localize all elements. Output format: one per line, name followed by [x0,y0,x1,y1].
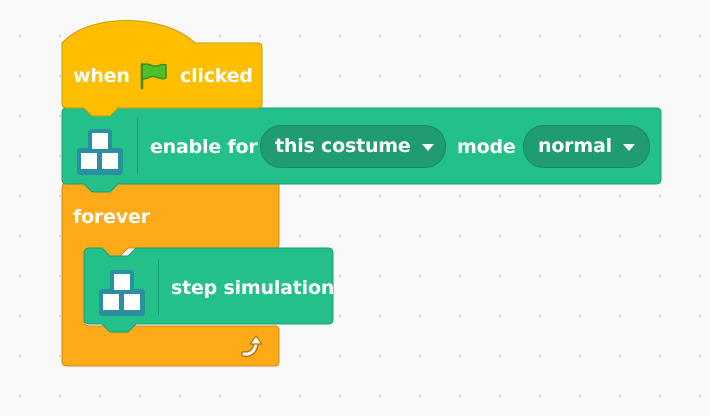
mode-label: mode [457,136,516,158]
enable-for-label: enable for [150,136,258,158]
mode-dropdown[interactable]: normal [523,125,650,168]
chevron-down-icon [421,143,434,151]
physics-blocks-icon [99,270,145,316]
green-flag-icon[interactable] [138,61,170,91]
forever-block[interactable] [61,182,280,367]
chevron-down-icon [622,143,635,151]
step-simulation-block[interactable] [83,247,334,333]
forever-label: forever [73,206,150,228]
step-simulation-label: step simulation [171,277,335,299]
costume-dropdown[interactable]: this costume [260,125,446,168]
loop-arrow-icon [241,335,263,358]
hat-label-clicked: clicked [180,65,253,87]
costume-dropdown-value: this costume [275,135,411,157]
physics-blocks-icon [77,129,123,175]
mode-dropdown-value: normal [538,135,612,157]
hat-label-when: when [73,65,130,87]
